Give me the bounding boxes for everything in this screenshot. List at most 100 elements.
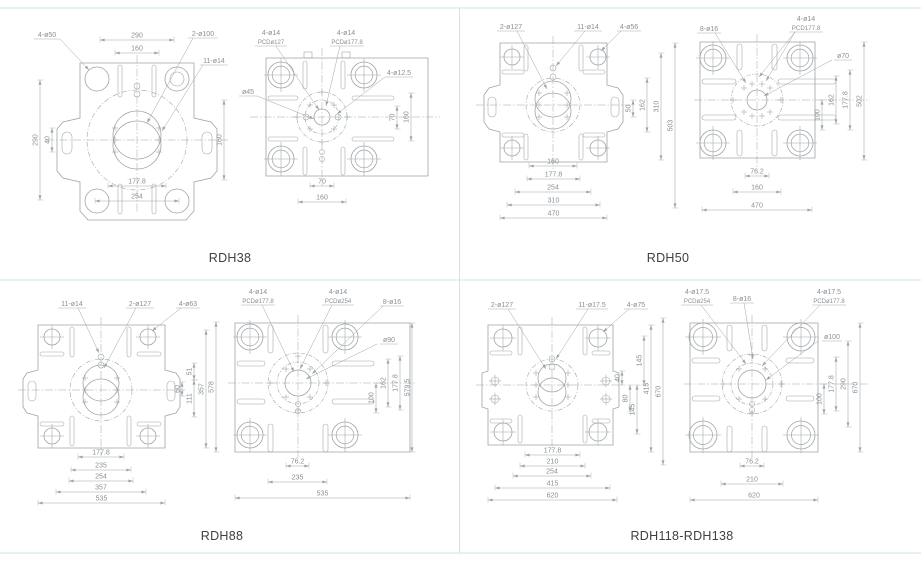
center-bore	[112, 110, 162, 160]
center-bore	[313, 108, 331, 126]
leader-line	[305, 343, 378, 380]
callout-text: 4-ø17.5	[817, 289, 841, 296]
slot	[761, 425, 768, 453]
dimension-arrow	[337, 110, 342, 114]
dimension-arrow	[762, 361, 767, 366]
dimension-arrow	[325, 101, 329, 106]
slot	[736, 129, 743, 157]
dimension-arrow	[192, 380, 196, 385]
slot	[351, 95, 395, 101]
callout-text: PCD177.8	[792, 25, 821, 32]
dimension-arrow	[649, 447, 653, 452]
slot	[591, 350, 611, 356]
dimension-arrow	[628, 385, 632, 390]
slot	[517, 326, 523, 356]
dimension-arrow	[702, 208, 707, 212]
dimension-arrow	[542, 364, 546, 369]
callout-text: 2-ø127	[129, 301, 151, 308]
slot	[785, 395, 815, 402]
leader-line	[146, 37, 194, 124]
dimension-arrow	[556, 61, 561, 66]
callout-text: 11-ø17.5	[578, 302, 606, 309]
slot	[523, 44, 529, 72]
dimension-text: 620	[748, 493, 760, 500]
callout-text: 4-ø14	[249, 289, 267, 296]
slot	[236, 398, 266, 405]
dimension-arrow	[222, 100, 226, 105]
callout-text: 4-ø14	[337, 30, 355, 37]
dimension-arrow	[409, 93, 413, 98]
slot	[151, 183, 157, 215]
dimension-arrow	[398, 356, 402, 361]
slot	[69, 326, 75, 358]
dimension-arrow	[820, 125, 824, 130]
dimension-text: 415	[547, 481, 559, 488]
callout-text: 4-ø14	[797, 16, 815, 23]
slot	[267, 324, 274, 354]
dimension-text: 254	[546, 469, 558, 476]
dimension-arrow	[776, 190, 781, 194]
callout-text: ø100	[824, 334, 840, 341]
center-bore	[82, 364, 120, 402]
dimension-arrow	[834, 119, 838, 124]
dimension-arrow	[95, 348, 99, 353]
callout-text: 11-ø14	[61, 301, 83, 308]
callout-text: PCDø254	[684, 299, 711, 305]
slot	[771, 129, 778, 157]
dimension-text: 162	[380, 377, 387, 389]
dimension-arrow	[620, 371, 624, 376]
dimension-arrow	[759, 464, 764, 468]
slot	[582, 69, 606, 75]
dimension-arrow	[341, 200, 346, 204]
plate-outline	[689, 322, 819, 453]
dimension-arrow	[100, 38, 105, 42]
dimension-text: 100	[816, 393, 823, 405]
small-hole	[133, 82, 141, 90]
dimension-arrow	[204, 443, 208, 448]
callout-text: PCDø177.8	[331, 40, 363, 46]
dimension-text: 160	[131, 46, 143, 53]
slot	[489, 418, 513, 424]
center-bore	[284, 369, 312, 397]
small-hole	[133, 90, 141, 98]
dimension-arrow	[642, 336, 646, 341]
small-hole	[334, 113, 342, 121]
dimension-arrow	[766, 76, 770, 81]
callout-text: 2-ø127	[500, 24, 522, 31]
dimension-arrow	[395, 124, 399, 129]
dimension-text: 160	[403, 111, 410, 123]
dimension-arrow	[38, 80, 42, 85]
callout-text: 4-ø12.5	[387, 70, 411, 77]
dimension-text: 254	[95, 474, 107, 481]
dimension-arrow	[620, 380, 624, 385]
dimension-arrow	[310, 184, 315, 188]
dimension-arrow	[520, 464, 525, 468]
callout-text: 8-ø16	[383, 299, 401, 306]
slot	[501, 69, 525, 75]
dimension-arrow	[286, 464, 291, 468]
dimension-arrow	[834, 357, 838, 362]
dimension-arrow	[595, 203, 600, 207]
dimension-arrow	[38, 195, 42, 200]
dimension-arrow	[95, 199, 100, 203]
leader-line	[311, 305, 384, 375]
dimension-arrow	[759, 72, 764, 77]
dimension-text: 177.8	[544, 448, 562, 455]
leader-line	[743, 302, 754, 360]
slot	[501, 132, 525, 138]
dimension-arrow	[807, 208, 812, 212]
slot	[136, 421, 162, 427]
plate-outline	[56, 62, 218, 221]
model-title-rdh38: RDH38	[209, 251, 252, 265]
dimension-arrow	[495, 486, 500, 490]
slot	[117, 183, 123, 215]
small-hole	[548, 355, 556, 363]
top-tab	[341, 51, 351, 59]
leader-line	[261, 304, 295, 373]
slot	[761, 324, 768, 352]
slot	[771, 43, 778, 71]
slot	[69, 415, 75, 447]
slot	[701, 114, 737, 121]
dimension-arrow	[605, 486, 610, 490]
